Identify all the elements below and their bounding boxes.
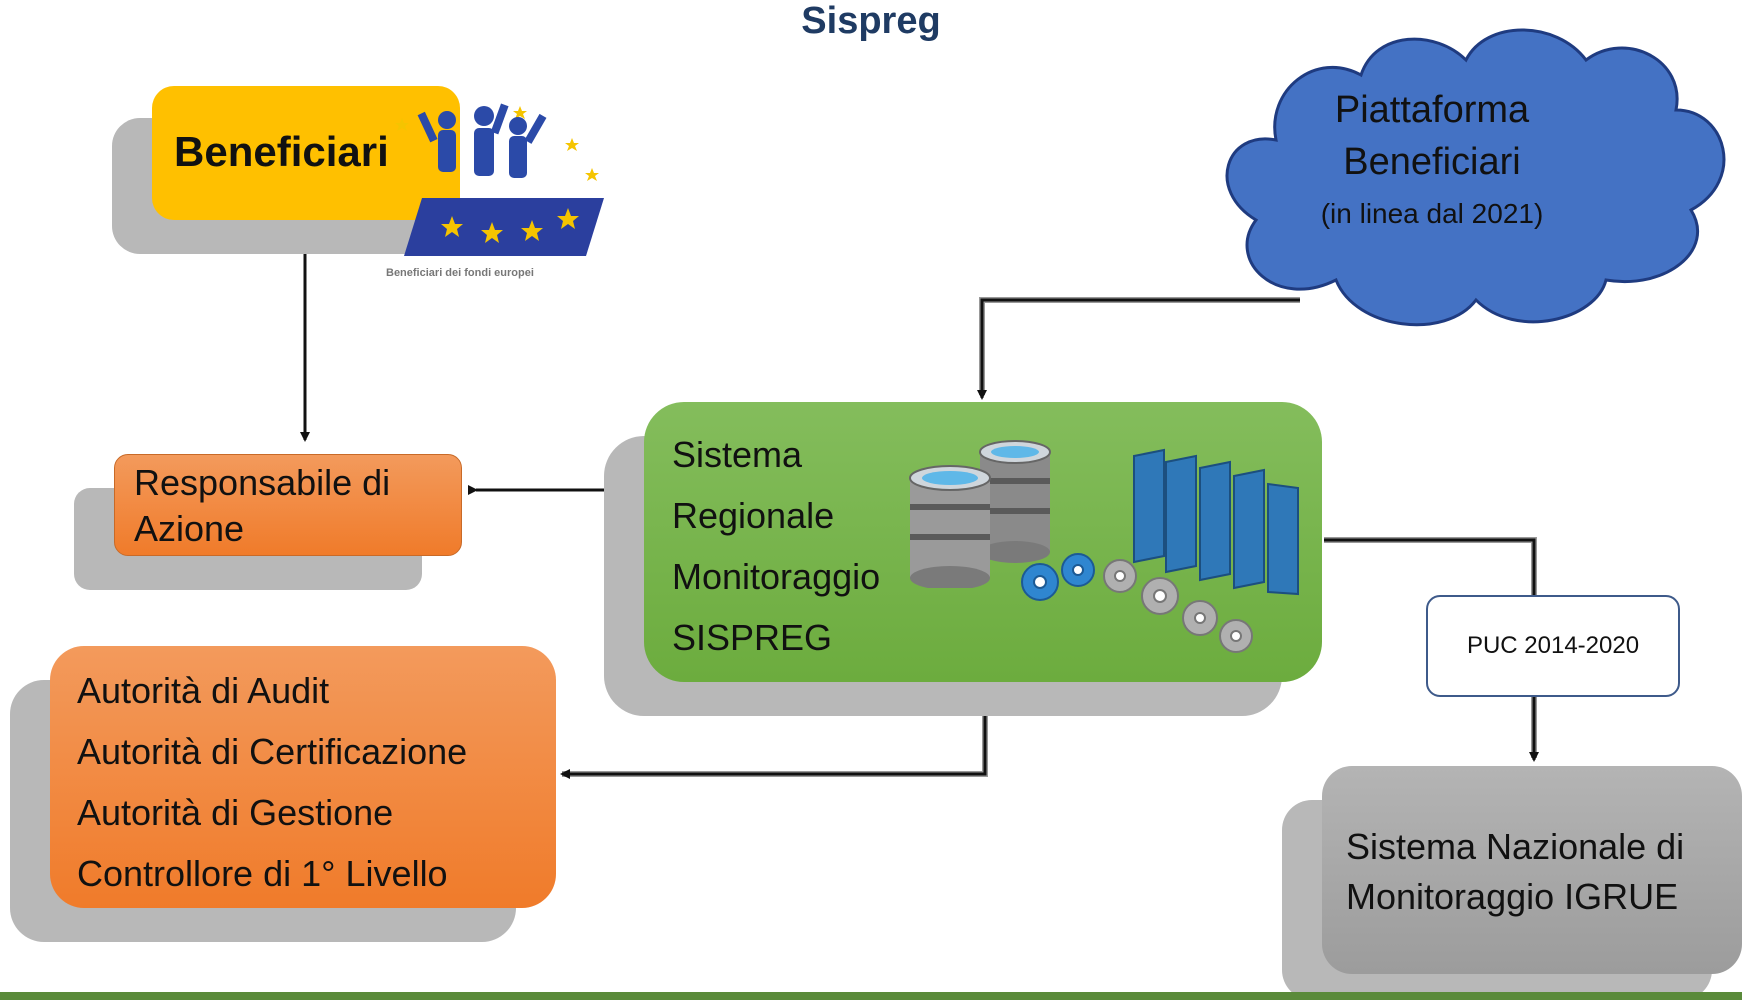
puc-box: PUC 2014-2020 xyxy=(1426,595,1680,697)
responsabile-box xyxy=(114,454,462,556)
piattaforma-line-3: (in linea dal 2021) xyxy=(1320,198,1544,229)
beneficiari-box xyxy=(152,86,460,220)
sispreg-line: SISPREG xyxy=(672,617,833,658)
arrow-sispreg-nazionale xyxy=(1324,537,1537,595)
autorita-item: Autorità di Gestione xyxy=(77,792,394,833)
nazionale-text: Sistema Nazionale di Monitoraggio IGRUE xyxy=(1346,822,1684,922)
nazionale-line-2: Monitoraggio IGRUE xyxy=(1346,876,1679,917)
sispreg-line: Monitoraggio xyxy=(672,556,881,597)
nazionale-box xyxy=(1322,766,1742,974)
autorita-item: Controllore di 1° Livello xyxy=(77,853,448,894)
puc-label: PUC 2014-2020 xyxy=(1466,632,1640,659)
responsabile-line-1: Responsabile di xyxy=(134,462,391,503)
autorita-list: Autorità di Audit Autorità di Certificaz… xyxy=(77,660,467,904)
folders-icon xyxy=(1133,448,1299,596)
beneficiari-logo: Beneficiari dei fondi europei xyxy=(386,103,604,279)
piattaforma-line-2: Beneficiari xyxy=(1343,141,1521,183)
beneficiari-label: Beneficiari xyxy=(174,128,389,175)
gears-icon xyxy=(1021,553,1253,653)
autorita-item: Autorità di Audit xyxy=(77,670,330,711)
responsabile-line-2: Azione xyxy=(134,508,245,549)
nazionale-line-1: Sistema Nazionale di xyxy=(1346,826,1685,867)
database-icon xyxy=(909,440,1051,588)
sispreg-line: Sistema xyxy=(672,434,803,475)
page-title: Sispreg xyxy=(801,0,941,42)
sispreg-text: Sistema Regionale Monitoraggio SISPREG xyxy=(672,424,880,668)
piattaforma-cloud xyxy=(1225,28,1726,327)
bottom-bar xyxy=(0,992,1742,1000)
piattaforma-text: Piattaforma Beneficiari (in linea dal 20… xyxy=(1282,84,1582,236)
autorita-item: Autorità di Certificazione xyxy=(77,731,468,772)
sispreg-line: Regionale xyxy=(672,495,835,536)
responsabile-text: Responsabile di Azione xyxy=(134,460,390,552)
autorita-box xyxy=(50,646,556,908)
piattaforma-line-1: Piattaforma xyxy=(1334,89,1530,131)
logo-caption: Beneficiari dei fondi europei xyxy=(386,267,534,279)
